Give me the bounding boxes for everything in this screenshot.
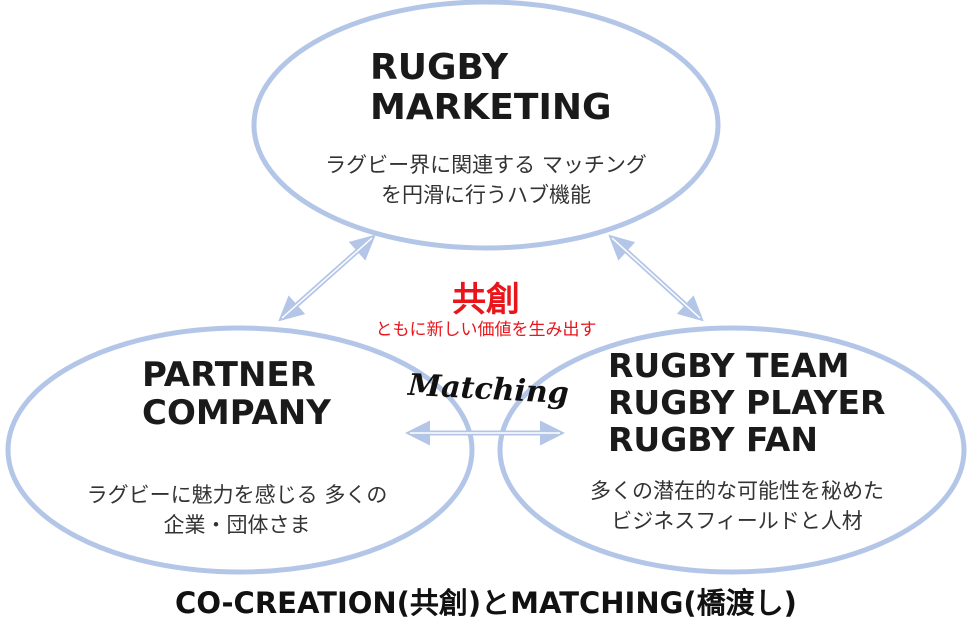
co-creation-title: 共創 [452, 280, 520, 320]
arrow-top-right [608, 234, 704, 322]
top-node-title-line1: RUGBY [370, 47, 509, 88]
left-node-title-line2: COMPANY [142, 393, 331, 434]
top-node-title: RUGBY MARKETING [370, 47, 612, 129]
right-node-desc-line2: ビジネスフィールドと人材 [611, 509, 863, 534]
top-node-desc-line2: を円滑に行うハブ機能 [381, 183, 591, 208]
co-creation-subtitle: ともに新しい価値を生み出す [375, 320, 597, 340]
arrow-top-left [278, 234, 376, 322]
right-node-title-line3: RUGBY FAN [608, 419, 818, 459]
top-node-desc-line1: ラグビー界に関連する マッチング [325, 153, 647, 177]
left-ellipse [5, 325, 475, 575]
right-node-title-line1: RUGBY TEAM [608, 346, 850, 385]
right-node-title: RUGBY TEAM RUGBY PLAYER RUGBY FAN [608, 346, 886, 459]
right-node-description: 多くの潜在的な可能性を秘めた ビジネスフィールドと人材 [552, 476, 922, 537]
left-node-desc-line1: ラグビーに魅力を感じる 多くの [86, 483, 388, 507]
left-node-title: PARTNER COMPANY [142, 356, 331, 432]
left-node-description: ラグビーに魅力を感じる 多くの 企業・団体さま [52, 480, 422, 541]
footer-caption: CO-CREATION(共創)とMATCHING(橋渡し) [175, 586, 797, 620]
right-node-desc-line1: 多くの潜在的な可能性を秘めた [590, 479, 884, 503]
top-ellipse [251, 0, 721, 251]
top-node-title-line2: MARKETING [370, 87, 612, 129]
right-node-title-line2: RUGBY PLAYER [608, 382, 886, 422]
right-ellipse [497, 325, 967, 575]
left-node-title-line1: PARTNER [142, 355, 316, 395]
top-node-description: ラグビー界に関連する マッチング を円滑に行うハブ機能 [286, 150, 686, 211]
left-node-desc-line2: 企業・団体さま [163, 513, 311, 538]
